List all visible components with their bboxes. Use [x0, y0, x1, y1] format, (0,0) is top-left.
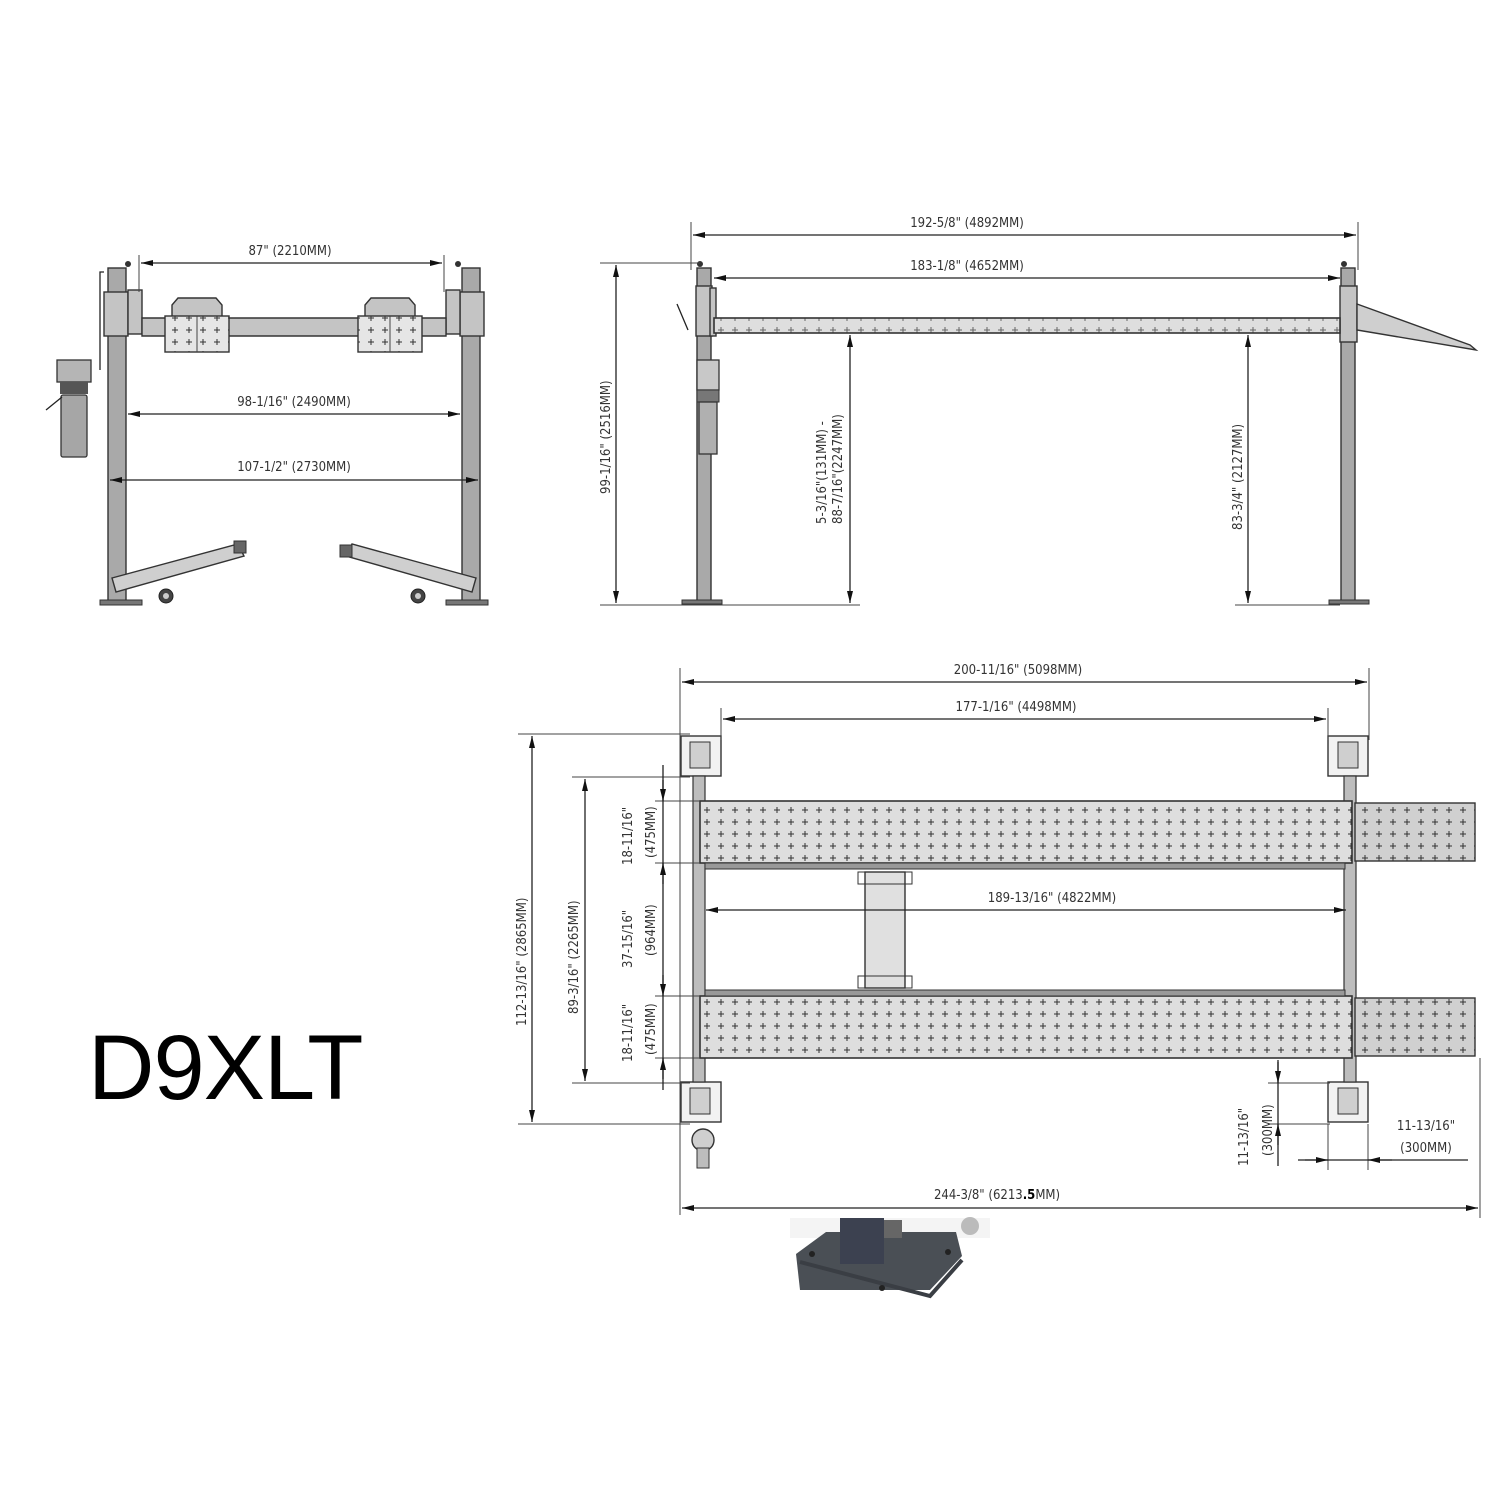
dim-lift-range-line1: 5-3/16"(131MM) - — [815, 421, 830, 524]
dim-runway-width-1-mm: (475MM) — [644, 806, 659, 858]
top-runway-1 — [699, 800, 1476, 864]
dim-post-depth-mm: (300MM) — [1261, 1104, 1276, 1156]
dim-post-width: 11-13/16" — [1397, 1119, 1455, 1134]
front-runway-right — [357, 297, 423, 353]
front-runway-left — [164, 297, 230, 353]
base-plate-photo — [790, 1217, 990, 1299]
dim-top-width: 87" (2210MM) — [248, 244, 331, 259]
dim-inner-post-length: 177-1/16" (4498MM) — [956, 700, 1077, 715]
dim-post-width-mm: (300MM) — [1400, 1141, 1452, 1156]
dim-inner-width: 98-1/16" (2490MM) — [237, 395, 351, 410]
dim-runway-width-2: 18-11/16" — [621, 1004, 636, 1062]
front-ramp-right — [339, 543, 477, 604]
top-post-rear-left — [680, 1081, 722, 1123]
dim-overall-height: 99-1/16" (2516MM) — [599, 380, 614, 494]
power-unit — [45, 271, 104, 458]
top-post-front-left — [680, 735, 722, 777]
top-post-rear-right — [1327, 1081, 1369, 1123]
dim-lift-range-line2: 88-7/16"(2247MM) — [831, 414, 846, 524]
rolling-jack-tray — [864, 871, 906, 989]
dim-gap-width: 37-15/16" — [621, 910, 636, 968]
front-ramp-left — [111, 540, 247, 604]
top-runway-2 — [699, 995, 1476, 1059]
dim-top-overall-length: 200-11/16" (5098MM) — [954, 663, 1082, 678]
dim-top-inner-width: 89-3/16" (2265MM) — [567, 900, 582, 1014]
dim-gap-width-mm: (964MM) — [644, 904, 659, 956]
dim-runway-width-1: 18-11/16" — [621, 807, 636, 865]
top-power-unit — [691, 1128, 715, 1169]
dim-post-to-post: 183-1/8" (4652MM) — [910, 259, 1024, 274]
dim-runway-length: 189-13/16" (4822MM) — [988, 891, 1116, 906]
dim-side-overall-length: 192-5/8" (4892MM) — [910, 216, 1024, 231]
model-name: D9XLT — [88, 1017, 364, 1119]
dim-post-depth: 11-13/16" — [1237, 1108, 1252, 1166]
dim-runway-width-2-mm: (475MM) — [644, 1003, 659, 1055]
top-view: 200-11/16" (5098MM) 177-1/16" (4498MM) 1… — [515, 663, 1481, 1218]
top-post-front-right — [1327, 735, 1369, 777]
dim-top-overall-width: 112-13/16" (2865MM) — [515, 898, 530, 1026]
dim-outer-width: 107-1/2" (2730MM) — [237, 460, 351, 475]
dim-under-clearance: 83-3/4" (2127MM) — [1231, 424, 1246, 530]
side-approach-ramp — [1356, 303, 1479, 352]
front-view: 87" (2210MM) 98-1/16" (2490MM) 107-1/2" … — [45, 244, 489, 606]
dim-total-with-ramps: 244-3/8" (6213.5MM) — [934, 1188, 1060, 1203]
side-view: 192-5/8" (4892MM) 183-1/8" (4652MM) 99-1… — [599, 216, 1479, 606]
